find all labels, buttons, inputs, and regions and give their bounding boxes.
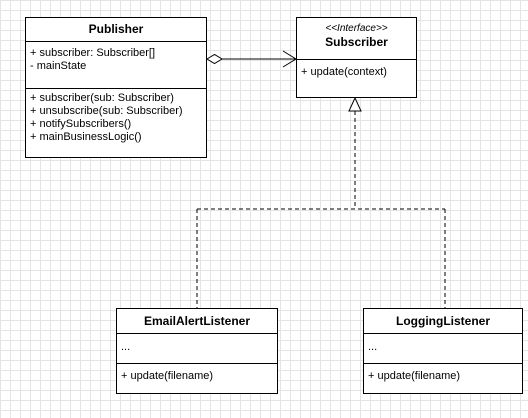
realization-listeners-subscriber <box>196 96 446 308</box>
subscriber-class-name: Subscriber <box>325 35 388 49</box>
email-alert-listener-attribute: ... <box>121 341 131 353</box>
logging-listener-attribute: ... <box>368 341 378 353</box>
email-alert-listener-class-name: EmailAlertListener <box>117 309 277 334</box>
publisher-method: + unsubscribe(sub: Subscriber) <box>30 105 183 117</box>
publisher-attributes: + subscriber: Subscriber[] - mainState <box>26 42 206 89</box>
publisher-class[interactable]: Publisher + subscriber: Subscriber[] - m… <box>25 17 207 158</box>
subscriber-interface[interactable]: <<Interface>> Subscriber + update(contex… <box>296 17 417 98</box>
publisher-methods: + subscriber(sub: Subscriber) + unsubscr… <box>26 89 206 147</box>
aggregation-diamond <box>206 53 223 65</box>
publisher-method: + subscriber(sub: Subscriber) <box>30 92 174 104</box>
email-alert-listener-method: + update(filename) <box>121 370 214 382</box>
publisher-method: + notifySubscribers() <box>30 118 132 130</box>
email-alert-listener-attributes: ... <box>117 334 277 364</box>
subscriber-methods: + update(context) <box>297 60 416 82</box>
logging-listener-class[interactable]: LoggingListener ... + update(filename) <box>363 308 523 394</box>
logging-listener-method: + update(filename) <box>368 370 461 382</box>
publisher-class-name: Publisher <box>26 18 206 42</box>
logging-listener-class-name: LoggingListener <box>364 309 522 334</box>
logging-listener-methods: + update(filename) <box>364 364 522 386</box>
subscriber-header: <<Interface>> Subscriber <box>297 18 416 60</box>
publisher-method: + mainBusinessLogic() <box>30 131 142 143</box>
publisher-attribute: - mainState <box>30 60 87 72</box>
email-alert-listener-methods: + update(filename) <box>117 364 277 386</box>
logging-listener-attributes: ... <box>364 334 522 364</box>
subscriber-method: + update(context) <box>301 66 387 78</box>
email-alert-listener-class[interactable]: EmailAlertListener ... + update(filename… <box>116 308 278 394</box>
publisher-attribute: + subscriber: Subscriber[] <box>30 47 156 59</box>
subscriber-stereotype: <<Interface>> <box>325 23 388 34</box>
realization-triangle <box>348 96 362 112</box>
aggregation-publisher-subscriber <box>206 50 297 68</box>
